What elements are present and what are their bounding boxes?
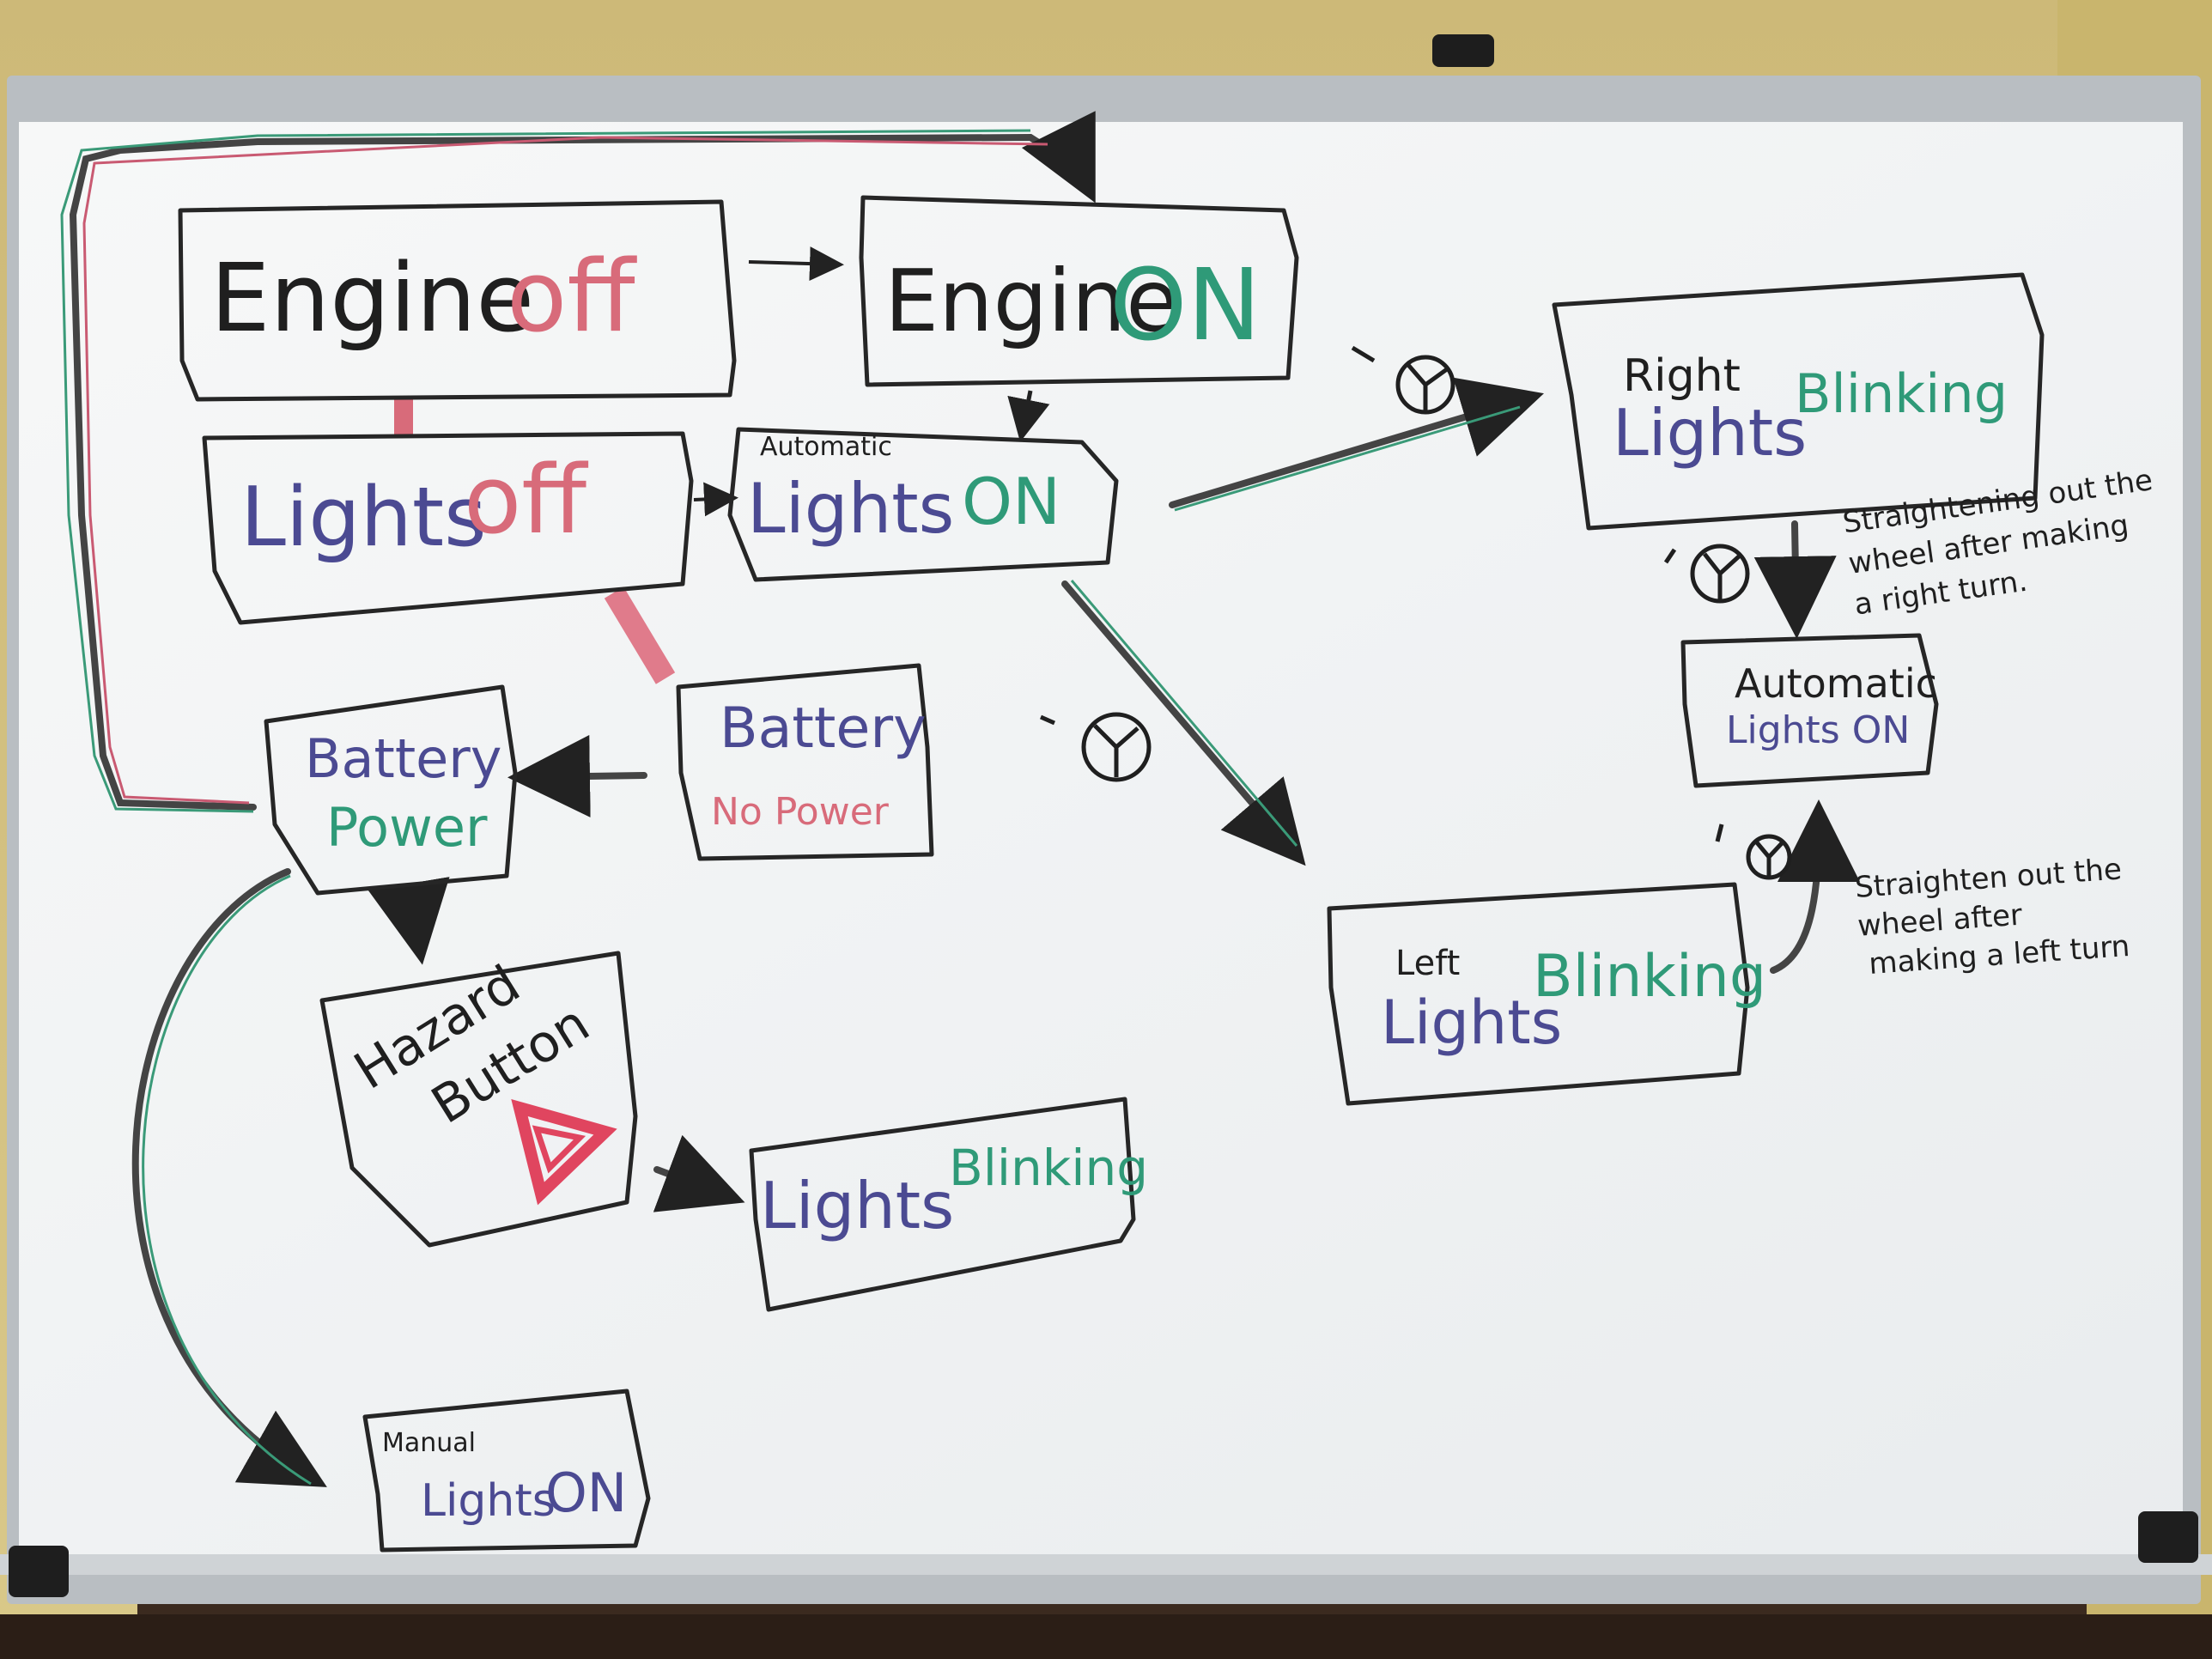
arrow-auto-to-left-green: [1070, 580, 1298, 847]
arrow-loop-red: [82, 136, 1048, 805]
hazard-lights-label: Lights: [760, 1168, 954, 1243]
left-lights-state: Blinking: [1533, 943, 1766, 1011]
box-manual-lights-on: [362, 1389, 651, 1553]
engine-on-label: Engine: [884, 251, 1179, 351]
hazard-lights-state: Blinking: [949, 1139, 1148, 1197]
hazard-triangle-icon: [511, 1099, 617, 1206]
box-engine-off: [178, 199, 737, 402]
note-right-turn: Straightening out the wheel after making…: [1841, 463, 2155, 622]
box-right-lights-blinking: [1552, 272, 2045, 531]
arrow-power-to-hazard: [368, 877, 450, 965]
arrow-no-power-to-power: [507, 734, 647, 817]
arrow-right-to-auto: [1753, 520, 1837, 639]
arrow-power-to-manual-green: [142, 874, 312, 1486]
box-left-lights-blinking: [1327, 882, 1750, 1106]
arrow-auto-to-right-green: [1174, 405, 1521, 512]
manual-lights-label: Lights: [421, 1475, 556, 1527]
box-battery-no-power: [676, 663, 934, 861]
board-corner-bottom-right: [2138, 1511, 2198, 1563]
box-automatic-lights-on-2: [1680, 633, 1939, 788]
lights-off-label: Lights: [240, 471, 487, 565]
left-lights-label: Lights: [1381, 988, 1562, 1058]
arrow-lights-off-to-auto: [693, 482, 738, 517]
steering-wheel-icon: [1351, 345, 1455, 415]
floor-shadow: [0, 1614, 2212, 1659]
note-left-turn-line2: wheel after: [1856, 898, 2023, 944]
automatic-label: Automatic: [760, 432, 892, 462]
arrow-engine-off-to-on: [748, 246, 844, 282]
arrow-hazard-to-blinking: [653, 1134, 745, 1212]
note-left-turn-line1: Straighten out the: [1854, 852, 2123, 905]
automatic-2-label: Automatic: [1735, 660, 1937, 707]
arrow-auto-to-left-blinking: [1061, 580, 1306, 866]
automatic-lights-state: ON: [962, 464, 1060, 539]
engine-off-state: off: [507, 240, 637, 355]
right-label: Right: [1623, 350, 1741, 402]
arrow-loop-green: [60, 129, 1031, 813]
left-label: Left: [1395, 944, 1460, 983]
box-automatic-lights-on: [727, 427, 1119, 582]
battery-power-state: Power: [326, 796, 488, 859]
box-hazard-lights-blinking: [749, 1097, 1136, 1312]
arrow-auto-to-right-blinking: [1169, 377, 1544, 508]
steering-wheel-icon: [1663, 544, 1750, 604]
steering-wheel-icon: [1715, 823, 1792, 880]
manual-lights-state: ON: [545, 1462, 627, 1524]
battery-no-power-label: Battery: [720, 696, 927, 761]
board-corner-bottom-left: [9, 1546, 69, 1597]
arrow-battery-power-to-engine-on: [69, 111, 1096, 811]
battery-no-power-state: No Power: [711, 790, 890, 834]
box-lights-off: [202, 431, 694, 625]
engine-on-state: ON: [1109, 248, 1261, 363]
link-lights-off-battery-no-power: [604, 586, 676, 684]
steering-wheel-icon: [1039, 712, 1152, 782]
automatic-lights-label: Lights: [747, 469, 954, 549]
arrow-engine-on-to-auto-lights: [1007, 390, 1050, 442]
automatic-2-lights-label: Lights ON: [1726, 708, 1910, 752]
box-engine-on: [859, 195, 1299, 387]
lights-off-state: off: [464, 445, 588, 555]
box-hazard-button: [319, 951, 638, 1248]
box-battery-power: [264, 684, 518, 896]
marker-tray: [0, 1554, 2212, 1575]
board-clip: [1432, 34, 1494, 67]
right-lights-state: Blinking: [1795, 362, 2008, 425]
manual-label: Manual: [382, 1428, 476, 1458]
arrow-left-to-auto: [1770, 799, 1860, 974]
note-left-turn: Straighten out the wheel after making a …: [1854, 852, 2131, 981]
right-lights-label: Lights: [1613, 395, 1807, 471]
arrow-power-to-manual: [131, 868, 327, 1487]
battery-power-label: Battery: [305, 727, 501, 790]
engine-off-label: Engine: [210, 243, 534, 353]
